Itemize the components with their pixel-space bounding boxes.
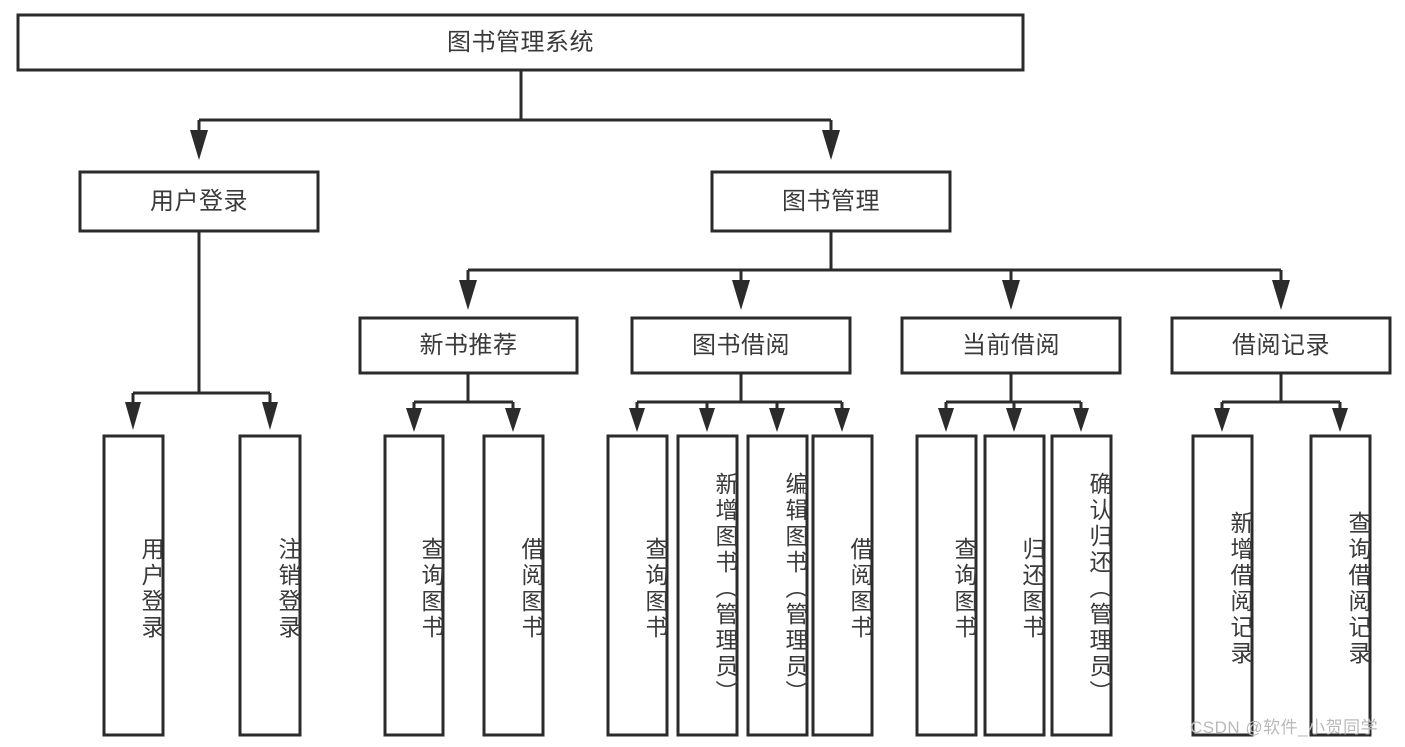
node-box-leaf-query-borrow-record[interactable] xyxy=(1309,434,1372,737)
node-box-leaf-confirm-return-admin[interactable] xyxy=(1050,434,1113,737)
node-box-leaf-query-book-2[interactable] xyxy=(606,434,669,737)
node-box-new-book-recommend[interactable] xyxy=(358,316,579,375)
node-box-leaf-borrow-book-1[interactable] xyxy=(482,434,545,737)
arrow-leaf-edit-book-admin xyxy=(769,408,785,432)
arrow-leaf-query-book-1 xyxy=(406,408,422,432)
arrow-to-current-borrow xyxy=(1002,280,1020,310)
arrow-to-book-borrow xyxy=(732,280,750,310)
node-box-current-borrow[interactable] xyxy=(900,316,1122,375)
node-box-leaf-query-book-3[interactable] xyxy=(915,434,978,737)
node-box-book-management[interactable] xyxy=(710,170,952,233)
arrow-to-book-management xyxy=(822,130,840,160)
node-box-user-login[interactable] xyxy=(78,170,320,233)
node-box-leaf-query-book-1[interactable] xyxy=(383,434,445,737)
arrow-leaf-query-book-2 xyxy=(629,408,645,432)
arrow-to-new-book-recommend xyxy=(459,280,477,310)
arrow-to-user-login xyxy=(190,130,208,160)
arrow-leaf-query-book-3 xyxy=(938,408,954,432)
arrow-leaf-query-borrow-record xyxy=(1332,408,1348,432)
arrow-leaf-borrow-book-2 xyxy=(834,408,850,432)
connectors-layer xyxy=(125,70,1348,432)
node-box-leaf-edit-book-admin[interactable] xyxy=(746,434,809,737)
node-box-leaf-return-book[interactable] xyxy=(983,434,1046,737)
arrow-leaf-user-login xyxy=(125,402,141,430)
arrow-leaf-borrow-book-1 xyxy=(505,408,521,432)
node-box-leaf-add-book-admin[interactable] xyxy=(676,434,739,737)
arrow-to-borrow-record xyxy=(1272,280,1290,310)
arrow-leaf-add-book-admin xyxy=(699,408,715,432)
arrow-leaf-add-borrow-record xyxy=(1214,408,1230,432)
node-box-book-borrow[interactable] xyxy=(630,316,852,375)
arrow-leaf-logout xyxy=(262,402,278,430)
node-box-root[interactable] xyxy=(16,13,1025,72)
arrow-leaf-return-book xyxy=(1006,408,1022,432)
node-box-leaf-logout[interactable] xyxy=(238,434,302,737)
node-box-borrow-record[interactable] xyxy=(1170,316,1392,375)
node-box-leaf-user-login[interactable] xyxy=(102,434,165,737)
node-box-leaf-borrow-book-2[interactable] xyxy=(811,434,874,737)
arrow-leaf-confirm-return-admin xyxy=(1073,408,1089,432)
node-box-leaf-add-borrow-record[interactable] xyxy=(1191,434,1254,737)
node-boxes-layer xyxy=(16,13,1392,737)
csdn-watermark: CSDN @软件_小贺同学 xyxy=(1190,718,1379,737)
